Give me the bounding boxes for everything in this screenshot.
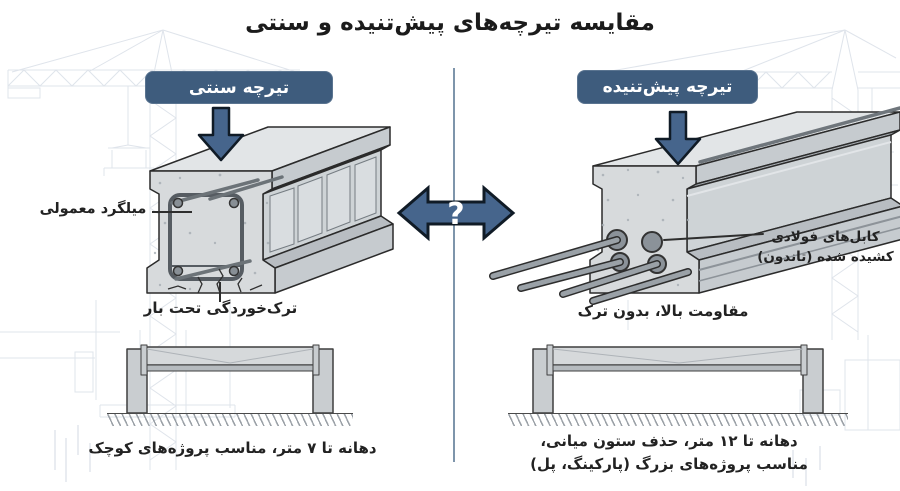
label-high-strength-no-crack: مقاومت بالا، بدون ترک bbox=[577, 302, 749, 320]
crack-lines bbox=[167, 268, 263, 294]
caption-large-projects-line2: مناسب پروژه‌های بزرگ (پارکینگ، پل) bbox=[530, 455, 808, 474]
question-mark: ? bbox=[447, 197, 464, 232]
label-steel-tendons-line2: کشیده شده (تاندون) bbox=[757, 249, 894, 266]
double-headed-arrow-icon bbox=[396, 184, 516, 242]
load-arrow-icon bbox=[197, 106, 245, 162]
label-regular-rebar: میلگرد معمولی bbox=[39, 201, 147, 217]
side-groove-lines bbox=[686, 141, 900, 282]
small-span-diagram bbox=[126, 344, 334, 414]
cables-pointer-line bbox=[663, 233, 764, 241]
left-crane-drawing bbox=[0, 29, 300, 482]
page-title: مقایسه تیرچه‌های پیش‌تنیده و سنتی bbox=[245, 10, 655, 36]
comparison-arrow: ? bbox=[396, 184, 516, 242]
label-steel-tendons-line1: کابل‌های فولادی bbox=[771, 229, 880, 245]
prestressed-beam-illustration bbox=[489, 106, 900, 305]
label-steel-tendons: کابل‌های فولادی کشیده شده (تاندون) bbox=[753, 227, 898, 268]
crack-pointer-line bbox=[219, 282, 221, 302]
rebar-cage bbox=[168, 175, 284, 281]
tendon-cable-along-beam bbox=[698, 106, 900, 164]
center-divider-line bbox=[453, 68, 455, 462]
slab bbox=[144, 346, 316, 366]
load-arrow-icon bbox=[654, 110, 702, 166]
slab bbox=[550, 346, 806, 366]
badge-traditional-joist: تیرچه سنتی bbox=[145, 71, 333, 104]
deflection-lines bbox=[146, 348, 314, 364]
ground-hatching bbox=[107, 413, 353, 426]
large-span-diagram bbox=[532, 344, 824, 414]
label-cracking-under-load: ترک‌خوردگی تحت بار bbox=[143, 299, 298, 317]
protruding-tendon-cables bbox=[489, 236, 692, 305]
caption-large-projects-line1: دهانه تا ۱۲ متر، حذف ستون میانی، bbox=[540, 432, 798, 450]
side-panels bbox=[269, 156, 377, 253]
badge-prestressed-joist: تیرچه پیش‌تنیده bbox=[577, 70, 758, 104]
traditional-beam-illustration bbox=[146, 106, 394, 294]
rebar-pointer-line bbox=[152, 211, 192, 213]
ground-hatching bbox=[508, 413, 848, 426]
deflection-lines bbox=[552, 348, 804, 364]
beam-front-face bbox=[146, 170, 276, 294]
caption-small-projects: دهانه تا ۷ متر، مناسب پروژه‌های کوچک bbox=[88, 439, 377, 457]
caption-large-projects: دهانه تا ۱۲ متر، حذف ستون میانی، مناسب پ… bbox=[498, 430, 840, 477]
